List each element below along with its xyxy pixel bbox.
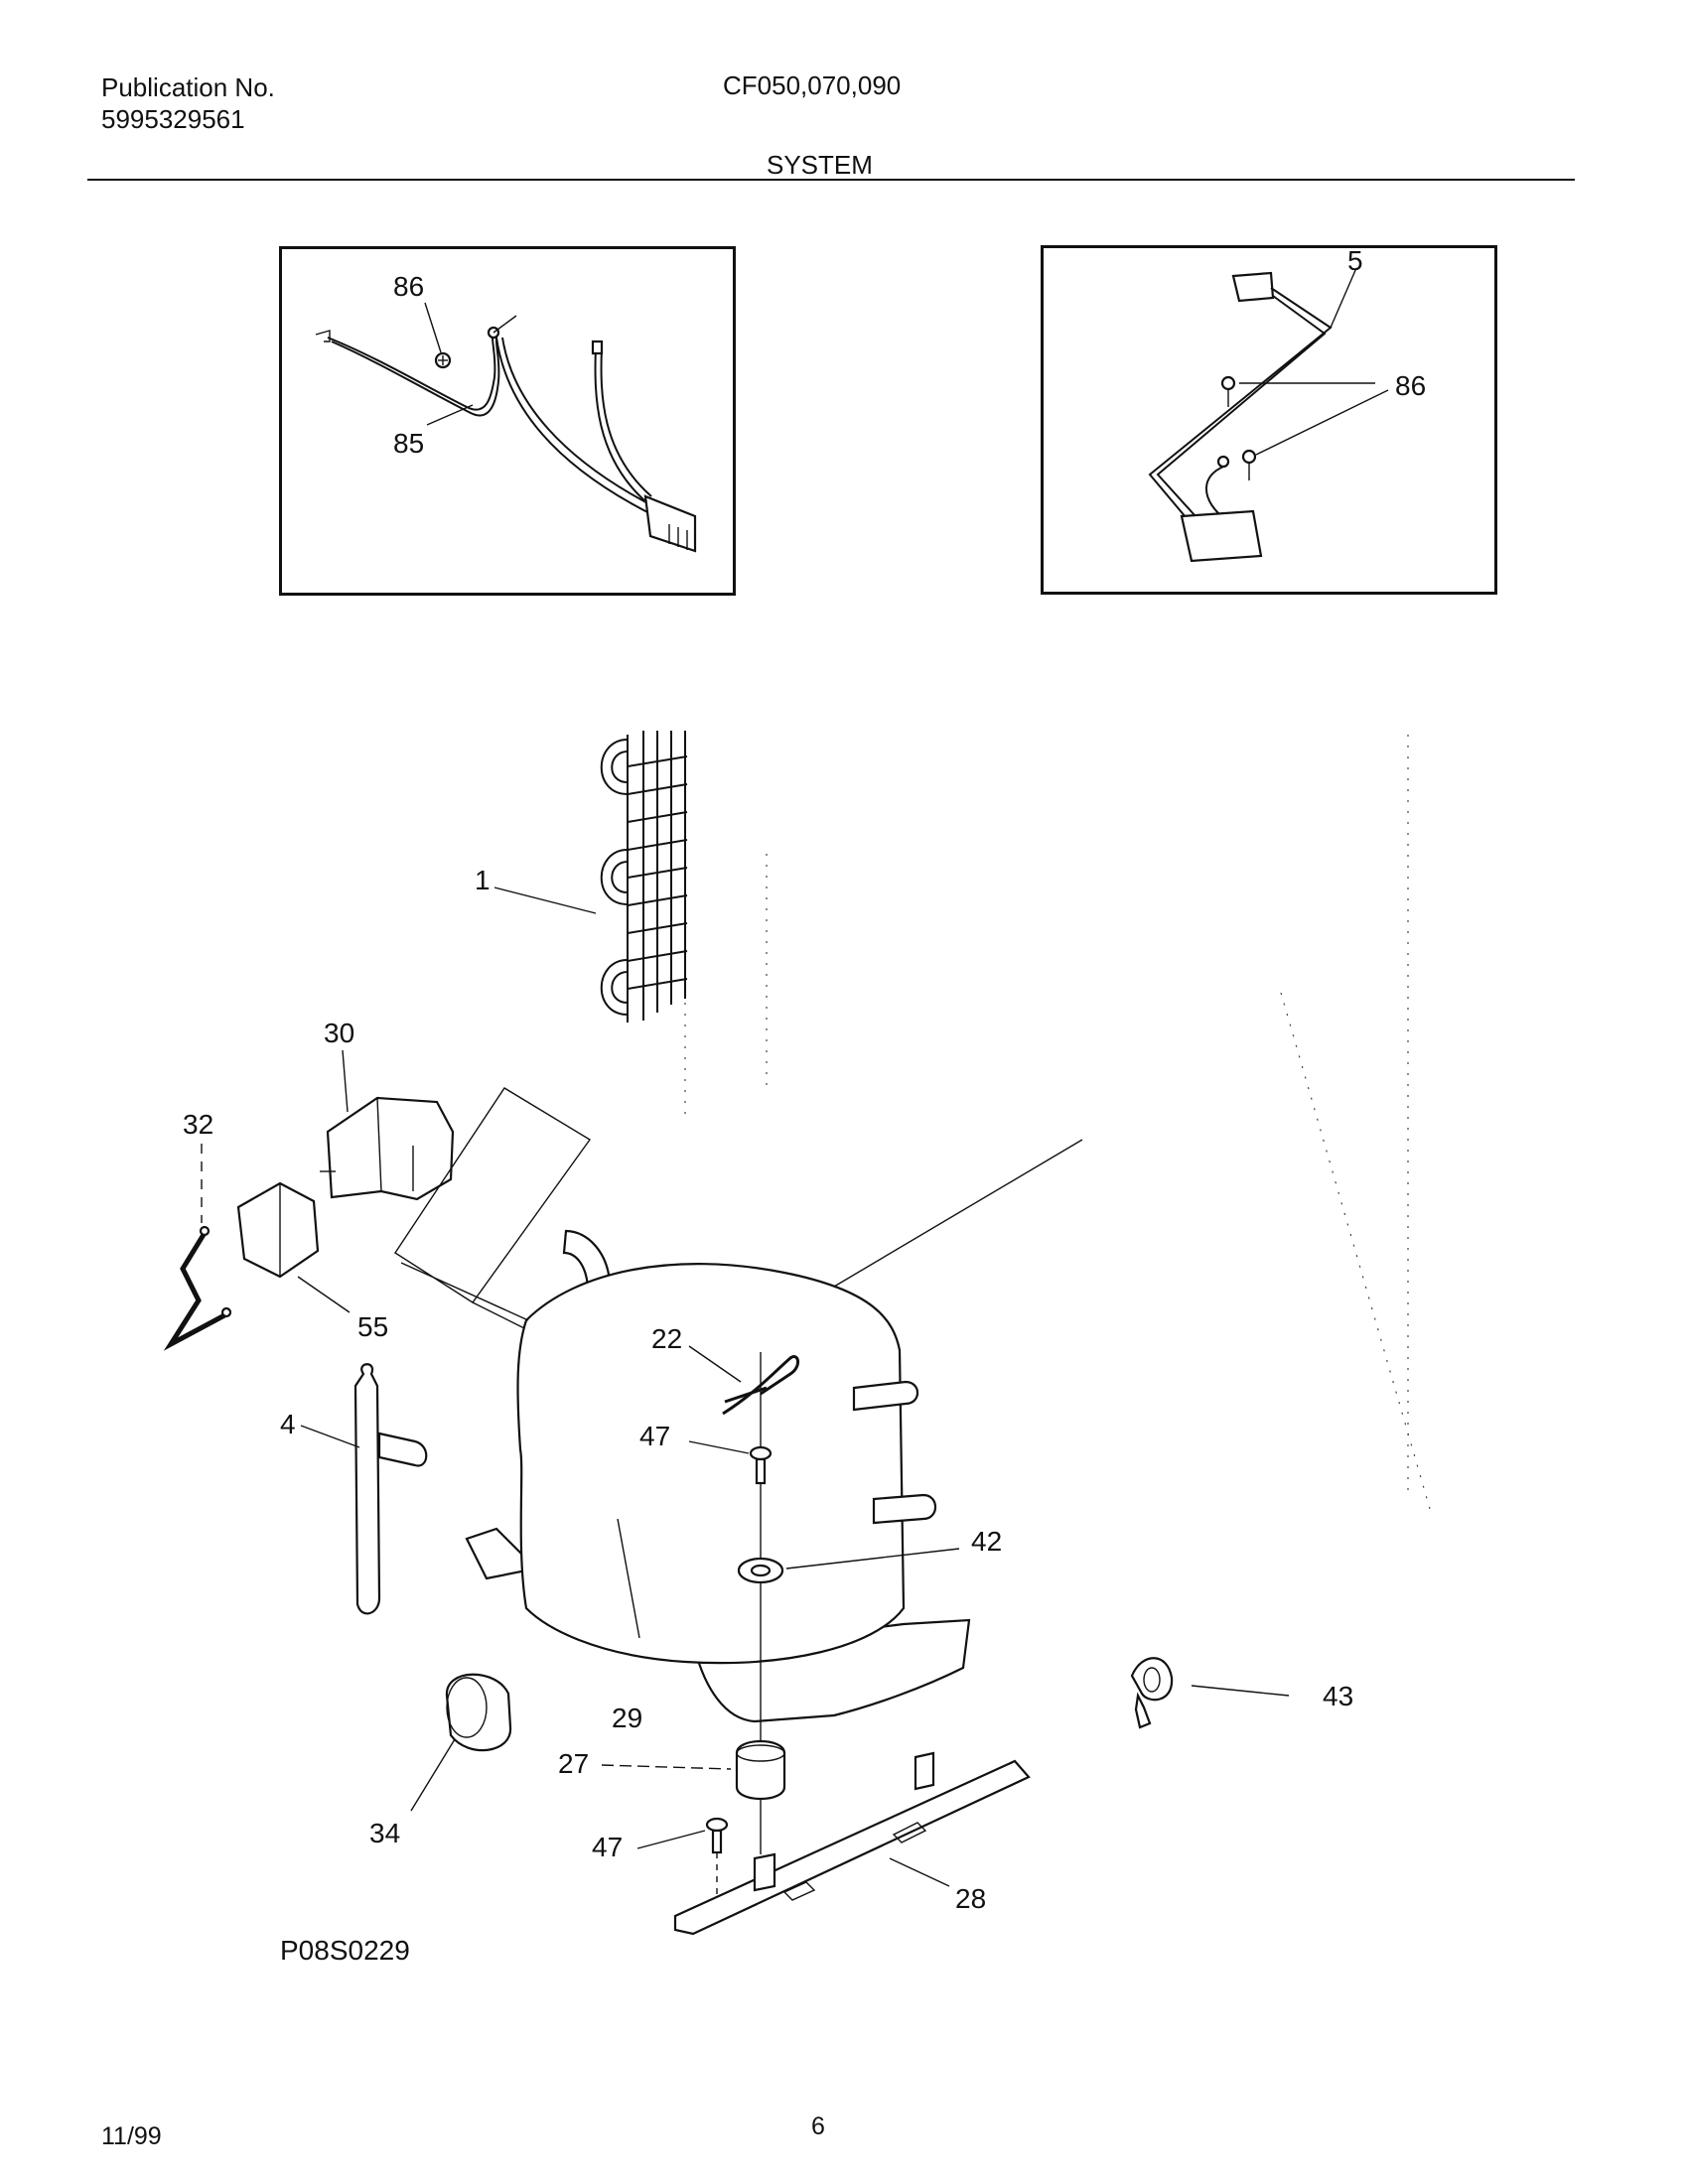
bolt-47-lower	[705, 1817, 729, 1920]
callout-47-upper: 47	[639, 1421, 670, 1451]
leader-42	[785, 1548, 960, 1570]
compressor-lead-a	[400, 1262, 529, 1321]
callout-86-right: 86	[1395, 370, 1426, 401]
drier-4	[353, 1363, 428, 1615]
callout-32: 32	[183, 1109, 213, 1140]
leader-47-lower	[636, 1830, 706, 1849]
leader-27	[601, 1764, 732, 1770]
bolt-47-upper	[749, 1445, 773, 1485]
clip-32	[163, 1225, 232, 1351]
leader-4	[300, 1425, 360, 1448]
page-number: 6	[811, 2113, 825, 2140]
inset-cord-assembly	[1041, 245, 1497, 595]
section-title: SYSTEM	[767, 150, 873, 180]
mounting-rail-28	[673, 1751, 1031, 1936]
compressor-lead-b	[833, 1139, 1083, 1288]
header-rule	[87, 179, 1575, 181]
callout-27: 27	[558, 1748, 589, 1779]
leader-86-right-b	[1255, 389, 1389, 456]
screw-86-left	[434, 351, 452, 369]
inset-wiring-harness	[279, 246, 736, 596]
callout-85: 85	[393, 428, 424, 459]
wiring-harness-85	[315, 315, 697, 553]
leader-47-upper	[688, 1440, 750, 1454]
callout-43: 43	[1323, 1681, 1353, 1711]
leader-22	[688, 1345, 742, 1383]
leader-86-left	[424, 302, 442, 353]
relay-30	[320, 1096, 455, 1201]
leader-29	[617, 1518, 640, 1639]
callout-42: 42	[971, 1526, 1002, 1557]
callout-29: 29	[612, 1703, 642, 1733]
condenser-coil-1	[600, 731, 688, 1023]
compressor-29	[465, 1229, 971, 1723]
clip-22	[722, 1355, 799, 1416]
screws-86-right	[1220, 375, 1257, 480]
callout-4: 4	[280, 1409, 296, 1439]
callout-47-lower: 47	[592, 1832, 623, 1862]
callout-34: 34	[369, 1818, 400, 1848]
leader-55	[297, 1276, 351, 1313]
callout-55: 55	[357, 1311, 388, 1342]
leader-85	[426, 404, 474, 426]
callout-22: 22	[651, 1323, 682, 1354]
publication-label: Publication No.	[101, 72, 275, 102]
clip-43	[1130, 1657, 1174, 1729]
callout-86-left: 86	[393, 271, 424, 302]
callout-30: 30	[324, 1018, 354, 1048]
leader-43	[1191, 1685, 1290, 1697]
grommet-27	[735, 1740, 786, 1800]
callout-28: 28	[955, 1883, 986, 1914]
diagram-code: P08S0229	[280, 1935, 410, 1966]
cabinet-outline	[684, 735, 1431, 1510]
overload-55	[236, 1181, 320, 1279]
leader-28	[889, 1857, 950, 1887]
publication-number: 5995329561	[101, 104, 245, 134]
model-numbers: CF050,070,090	[723, 70, 902, 100]
wiring-shield	[394, 1087, 592, 1303]
revision-date: 11/99	[101, 2122, 162, 2150]
callout-5: 5	[1347, 245, 1363, 276]
cap-34	[445, 1673, 512, 1752]
washer-42	[737, 1557, 784, 1584]
callout-1: 1	[475, 865, 491, 895]
leader-34	[410, 1738, 456, 1812]
leader-5	[1330, 267, 1357, 329]
leader-1	[493, 887, 597, 914]
leader-30	[342, 1049, 349, 1113]
cord-assembly-5	[1148, 271, 1333, 563]
